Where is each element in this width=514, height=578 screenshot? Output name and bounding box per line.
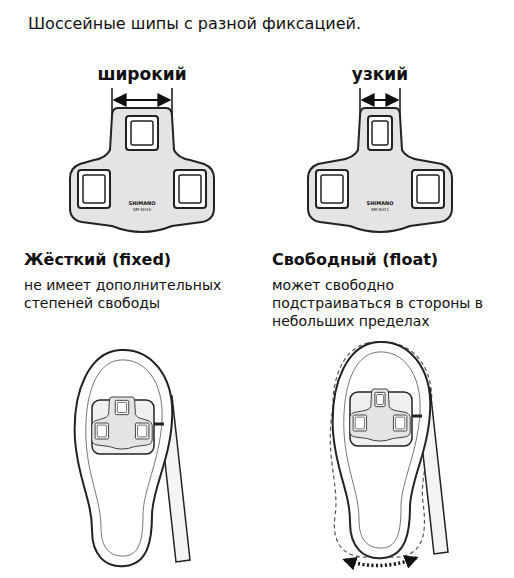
brand-mark: SHIMANO — [367, 200, 394, 206]
type-heading: Свободный (float) — [272, 250, 438, 270]
type-description: может свободно подстраиваться в стороны … — [272, 276, 508, 330]
type-description: не имеет дополнительных степеней свободы — [24, 276, 264, 312]
model-mark: SM-SH11 — [371, 207, 389, 212]
title: Шоссейные шипы с разной фиксацией. — [28, 14, 361, 33]
dimension-label: широкий — [97, 64, 186, 85]
fixed-shoe — [75, 350, 190, 566]
type-heading: Жёсткий (fixed) — [24, 250, 171, 270]
float-cleat — [308, 108, 452, 232]
fixed-cleat — [70, 108, 214, 232]
float-shoe — [313, 336, 450, 566]
brand-mark: SHIMANO — [129, 200, 156, 206]
dimension-label: узкий — [352, 64, 408, 85]
model-mark: SM-SH10 — [133, 207, 151, 212]
